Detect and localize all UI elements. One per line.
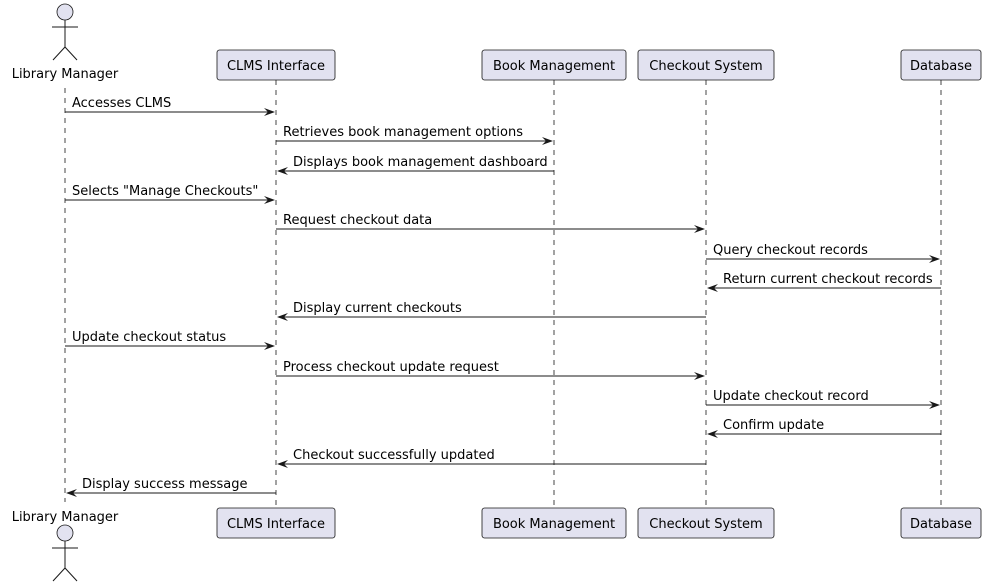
- message-9: Update checkout status: [65, 330, 275, 350]
- message-label: Process checkout update request: [283, 360, 499, 375]
- arrowhead-icon: [929, 255, 940, 263]
- message-label: Return current checkout records: [723, 272, 933, 287]
- participant-box: [481, 49, 627, 81]
- message-14: Display success message: [66, 477, 276, 497]
- arrowhead-icon: [694, 372, 705, 380]
- actor-head-icon: [56, 524, 74, 542]
- message-11: Update checkout record: [706, 389, 940, 409]
- participant-checkout-top: Checkout System: [637, 49, 775, 81]
- message-label: Display current checkouts: [293, 301, 462, 316]
- participant-box: [216, 507, 336, 539]
- participant-db-bottom: Database: [900, 507, 982, 539]
- message-12: Confirm update: [707, 418, 941, 438]
- participant-box: [637, 507, 775, 539]
- arrowhead-icon: [707, 284, 718, 292]
- participant-clms-top: CLMS Interface: [216, 49, 336, 81]
- message-label: Selects "Manage Checkouts": [72, 184, 258, 199]
- message-label: Update checkout status: [72, 330, 226, 345]
- message-6: Query checkout records: [706, 243, 940, 263]
- participant-label: Checkout System: [649, 517, 762, 532]
- message-label: Request checkout data: [283, 213, 432, 228]
- message-label: Confirm update: [723, 418, 824, 433]
- participant-box: [637, 49, 775, 81]
- arrowhead-icon: [694, 225, 705, 233]
- participant-box: [900, 507, 982, 539]
- arrowhead-icon: [66, 489, 77, 497]
- actor-leg-left: [52, 46, 66, 61]
- message-1: Accesses CLMS: [65, 96, 275, 116]
- message-label: Update checkout record: [713, 389, 869, 404]
- actor-leg-right: [64, 567, 78, 582]
- participant-label: CLMS Interface: [227, 517, 325, 532]
- message-3: Displays book management dashboard: [277, 155, 554, 175]
- participant-box: [900, 49, 982, 81]
- arrowhead-icon: [929, 401, 940, 409]
- actor-label: Library Manager: [12, 67, 119, 82]
- actor-leg-left: [52, 567, 66, 582]
- message-label: Query checkout records: [713, 243, 868, 258]
- arrowhead-icon: [277, 460, 288, 468]
- arrowhead-icon: [264, 342, 275, 350]
- actor-leg-right: [64, 46, 78, 61]
- message-2: Retrieves book management options: [276, 125, 553, 145]
- message-label: Display success message: [82, 477, 247, 492]
- arrowhead-icon: [707, 430, 718, 438]
- message-4: Selects "Manage Checkouts": [65, 184, 275, 204]
- message-label: Retrieves book management options: [283, 125, 523, 140]
- message-label: Displays book management dashboard: [293, 155, 548, 170]
- participant-db-top: Database: [900, 49, 982, 81]
- actor-head-icon: [56, 3, 74, 21]
- participant-label: CLMS Interface: [227, 59, 325, 74]
- actor-manager-top: Library Manager: [12, 3, 119, 82]
- actor-label: Library Manager: [12, 510, 119, 525]
- message-10: Process checkout update request: [276, 360, 705, 380]
- participant-label: Database: [910, 59, 972, 74]
- actor-manager-bottom: Library Manager: [12, 510, 119, 582]
- participant-books-bottom: Book Management: [481, 507, 627, 539]
- participant-label: Database: [910, 517, 972, 532]
- participant-clms-bottom: CLMS Interface: [216, 507, 336, 539]
- arrowhead-icon: [542, 137, 553, 145]
- participant-box: [216, 49, 336, 81]
- message-8: Display current checkouts: [277, 301, 706, 321]
- arrowhead-icon: [277, 313, 288, 321]
- arrowhead-icon: [264, 108, 275, 116]
- participant-books-top: Book Management: [481, 49, 627, 81]
- message-13: Checkout successfully updated: [277, 448, 706, 468]
- message-label: Checkout successfully updated: [293, 448, 495, 463]
- participant-checkout-bottom: Checkout System: [637, 507, 775, 539]
- participant-label: Book Management: [493, 517, 615, 532]
- message-5: Request checkout data: [276, 213, 705, 233]
- participant-label: Book Management: [493, 59, 615, 74]
- arrowhead-icon: [277, 167, 288, 175]
- message-label: Accesses CLMS: [72, 96, 171, 111]
- arrowhead-icon: [264, 196, 275, 204]
- participant-box: [481, 507, 627, 539]
- message-7: Return current checkout records: [707, 272, 941, 292]
- participant-label: Checkout System: [649, 59, 762, 74]
